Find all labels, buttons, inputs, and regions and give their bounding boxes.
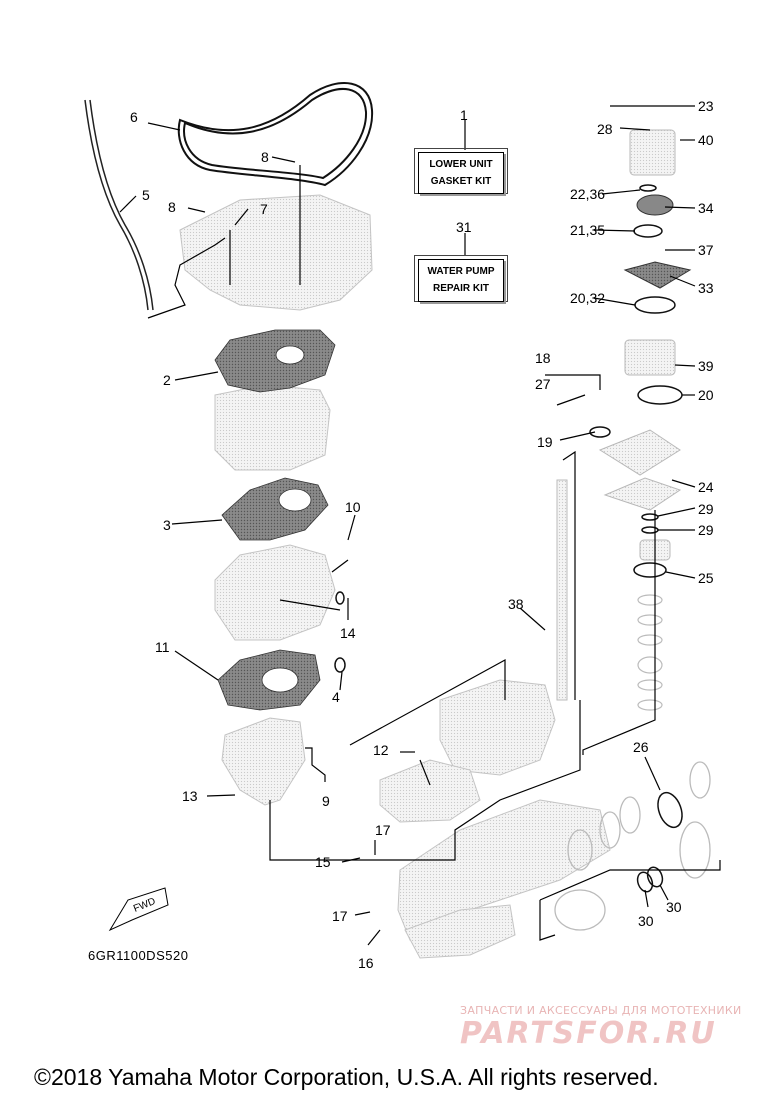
fwd-arrow: FWD	[108, 887, 169, 932]
gasket-3	[221, 477, 329, 541]
shaft-components	[637, 594, 663, 711]
watermark-logo: PARTSFOR.RU	[460, 1016, 717, 1051]
lower-casing	[379, 679, 611, 959]
callout-13: 13	[182, 788, 198, 804]
callout-31: 31	[456, 219, 472, 235]
callout-11: 11	[155, 639, 170, 655]
water-pump-kit-line1: WATER PUMP	[427, 266, 495, 277]
callout-26: 26	[633, 739, 649, 755]
callout-2: 2	[163, 372, 171, 388]
copyright-notice: ©2018 Yamaha Motor Corporation, U.S.A. A…	[34, 1064, 659, 1090]
gasket-kit-line1: LOWER UNIT	[429, 159, 493, 170]
leader-lines	[119, 105, 721, 946]
callout-3: 3	[163, 517, 171, 533]
callout-40: 40	[698, 132, 714, 148]
callout-29b: 29	[698, 522, 714, 538]
diagram-reference-code: 6GR1100DS520	[88, 948, 189, 963]
gaskets	[214, 329, 336, 711]
o-ring-6	[177, 82, 374, 187]
vertical-drive-shaft	[556, 479, 568, 701]
callout-19: 19	[537, 434, 553, 450]
callout-25: 25	[698, 570, 714, 586]
water-pump-kit-box: WATER PUMP REPAIR KIT	[418, 259, 504, 302]
callout-6: 6	[130, 109, 138, 125]
callout-23: 23	[698, 98, 714, 114]
callout-1: 1	[460, 107, 468, 123]
callout-30a: 30	[638, 913, 654, 929]
hose-5	[84, 99, 154, 311]
water-pump-kit-line2: REPAIR KIT	[433, 283, 489, 294]
gasket-2	[214, 329, 336, 393]
callout-27: 27	[535, 376, 551, 392]
callout-34: 34	[698, 200, 714, 216]
callout-17a: 17	[375, 822, 391, 838]
propeller-shaft-parts	[554, 761, 711, 931]
callout-10: 10	[345, 499, 361, 515]
callout-39: 39	[698, 358, 714, 374]
gasket-kit-box: LOWER UNIT GASKET KIT	[418, 152, 504, 194]
callout-28: 28	[597, 121, 613, 137]
callout-38: 38	[508, 596, 524, 612]
callout-17b: 17	[332, 908, 348, 924]
callout-20: 20	[698, 387, 714, 403]
callout-16: 16	[358, 955, 374, 971]
callout-21-35: 21,35	[570, 222, 605, 238]
callout-5: 5	[142, 187, 150, 203]
callout-33: 33	[698, 280, 714, 296]
callout-8a: 8	[168, 199, 176, 215]
water-pump-stack	[598, 129, 692, 561]
callout-22-36: 22,36	[570, 186, 605, 202]
callout-4: 4	[332, 689, 340, 705]
watermark-tagline: ЗАПЧАСТИ И АКСЕССУАРЫ ДЛЯ МОТОТЕХНИКИ	[460, 1004, 742, 1017]
callout-29a: 29	[698, 501, 714, 517]
callout-15: 15	[315, 854, 331, 870]
callout-numbers: 6 5 8 8 7 2 3 10 11 14 4 9 13 12 17 15 1…	[130, 98, 714, 971]
upper-casing	[179, 194, 373, 806]
callout-20-32: 20,32	[570, 290, 605, 306]
callout-30b: 30	[666, 899, 682, 915]
callout-24: 24	[698, 479, 714, 495]
callout-37: 37	[698, 242, 714, 258]
callout-9: 9	[322, 793, 330, 809]
callout-7: 7	[260, 201, 268, 217]
callout-8b: 8	[261, 149, 269, 165]
callout-14: 14	[340, 625, 356, 641]
gasket-kit-line2: GASKET KIT	[430, 176, 492, 187]
callout-12: 12	[373, 742, 389, 758]
callout-18: 18	[535, 350, 551, 366]
